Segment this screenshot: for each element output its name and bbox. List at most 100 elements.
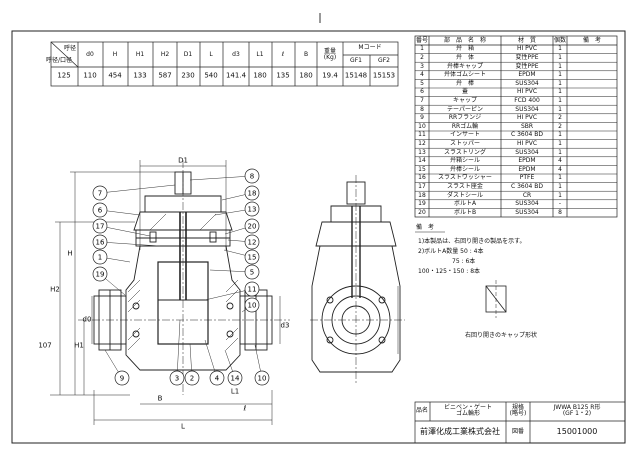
title-name-value: ビニベン・ゲート ゴム輪形 — [443, 404, 493, 417]
dim-col-header: B — [303, 51, 309, 58]
parts-cell: インサート — [449, 131, 481, 139]
svg-text:7: 7 — [98, 190, 102, 198]
parts-table-row-lines — [415, 53, 617, 209]
leader-line — [204, 288, 253, 301]
size-header-bottom: 呼径/口径 — [45, 57, 73, 64]
parts-cell: 12 — [418, 139, 426, 147]
part-balloon: 7 — [92, 185, 108, 201]
dim-value: 141.4 — [225, 71, 247, 80]
svg-text:18: 18 — [248, 190, 257, 198]
parts-cell: 8 — [420, 105, 424, 113]
dim-label-h: H — [67, 249, 73, 258]
parts-cell: 1 — [558, 79, 562, 87]
parts-cell: PTFE — [519, 174, 535, 182]
svg-text:2: 2 — [190, 375, 194, 383]
parts-cell: 1 — [558, 139, 562, 147]
parts-cell: 1 — [558, 96, 562, 104]
svg-text:15: 15 — [248, 254, 257, 262]
svg-text:16: 16 — [96, 239, 105, 247]
dim-col-header: 重量 (Kg) — [323, 48, 337, 61]
parts-table-grid — [414, 35, 618, 218]
dim-value: 230 — [181, 71, 195, 80]
parts-cell: ボルトB — [453, 208, 477, 216]
parts-cell: 弁 体 — [455, 53, 475, 61]
dim-value: 133 — [133, 71, 147, 80]
parts-header: 番号 — [415, 36, 429, 44]
cap-detail — [485, 280, 507, 318]
parts-cell: 1 — [558, 182, 562, 190]
parts-cell: 弁体ゴムシート — [443, 71, 487, 79]
svg-text:14: 14 — [231, 375, 240, 383]
dim-label-ell: ℓ — [243, 404, 247, 413]
valve-side-view — [310, 175, 405, 385]
parts-cell: 1 — [558, 174, 562, 182]
svg-text:13: 13 — [248, 206, 257, 214]
note-line: 2)ボルトA数量 50 : 4本 — [418, 248, 484, 255]
parts-cell: 11 — [418, 131, 426, 139]
part-balloon: 9 — [114, 370, 130, 386]
parts-cell: 変性PPE — [515, 62, 539, 70]
parts-cell: 6 — [420, 88, 424, 96]
part-balloon: 4 — [209, 370, 225, 386]
parts-cell: 15 — [418, 165, 426, 173]
title-number-label: 図番 — [511, 428, 525, 435]
parts-cell: 4 — [420, 71, 424, 79]
part-balloon: 15 — [244, 249, 260, 265]
parts-cell: 4 — [558, 165, 562, 173]
part-balloon: 16 — [92, 234, 108, 250]
svg-text:10: 10 — [248, 302, 257, 310]
dim-col-header: GF1 — [350, 57, 362, 64]
part-balloon: 13 — [244, 201, 260, 217]
dim-col-header: L1 — [256, 51, 264, 58]
svg-text:4: 4 — [215, 375, 220, 383]
leader-line — [176, 319, 181, 379]
dim-label-107: 107 — [38, 341, 52, 350]
svg-text:8: 8 — [250, 173, 254, 181]
parts-cell: 19 — [418, 200, 426, 208]
part-balloon: 19 — [92, 266, 108, 282]
parts-cell: 17 — [418, 182, 426, 190]
leader-line — [99, 225, 151, 237]
parts-cell: 変性PPE — [515, 53, 539, 61]
svg-text:17: 17 — [96, 223, 105, 231]
parts-cell: 8 — [558, 208, 562, 216]
part-balloon: 10 — [254, 370, 270, 386]
svg-text:12: 12 — [248, 239, 257, 247]
part-balloon: 1 — [92, 249, 108, 265]
parts-header: 個数 — [553, 36, 567, 44]
parts-cell: 1 — [558, 131, 562, 139]
dim-label-d3: d3 — [280, 321, 290, 330]
part-balloon: 11 — [244, 281, 260, 297]
parts-cell: 4 — [558, 157, 562, 165]
svg-text:19: 19 — [96, 271, 105, 279]
parts-cell: 1 — [558, 191, 562, 199]
dim-col-header: ℓ — [281, 51, 285, 58]
parts-cell: SUS304 — [515, 208, 539, 216]
leader-line — [189, 175, 253, 181]
svg-text:9: 9 — [120, 375, 124, 383]
parts-cell: C 3604 BD — [510, 182, 544, 190]
parts-cell: 弁棒シール — [449, 165, 481, 173]
dim-col-header: H — [112, 51, 118, 58]
parts-cell: RRフランジ — [448, 114, 482, 122]
svg-text:1: 1 — [98, 254, 102, 262]
svg-text:3: 3 — [175, 375, 179, 383]
parts-cell: 1 — [558, 45, 562, 53]
part-balloon: 5 — [244, 264, 260, 280]
dim-label-h1: H1 — [74, 341, 84, 350]
mcode-label: Mコード — [358, 44, 382, 51]
parts-cell: 1 — [558, 71, 562, 79]
parts-cell: 1 — [558, 148, 562, 156]
dim-label-b: B — [157, 394, 163, 403]
svg-text:6: 6 — [98, 207, 103, 215]
leader-line — [99, 184, 176, 194]
title-spec-label: 規格 (略号) — [509, 404, 527, 417]
svg-text:11: 11 — [248, 286, 257, 294]
dim-value: 540 — [204, 71, 218, 80]
dim-value: 15148 — [344, 71, 368, 80]
dim-label-d0: d0 — [82, 315, 92, 324]
parts-cell: スラストワッシャー — [438, 174, 492, 182]
parts-cell: 2 — [558, 122, 562, 130]
